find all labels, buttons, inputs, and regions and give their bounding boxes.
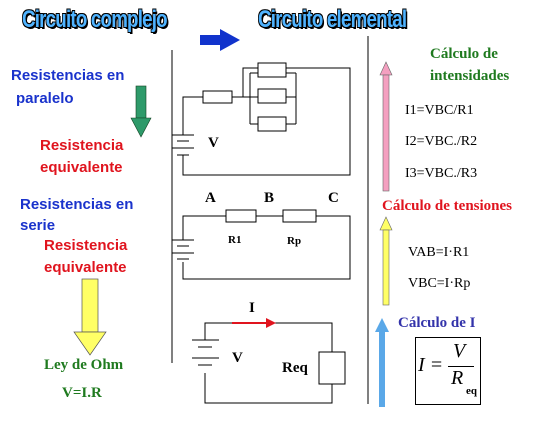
label-resistencia-equivalente-1-line2: equivalente xyxy=(40,159,123,176)
circuit3-current-label: I xyxy=(249,300,255,316)
green-down-arrow xyxy=(130,85,152,138)
equation-vab: VAB=I·R1 xyxy=(408,245,470,260)
equation-i1: I1=VBC/R1 xyxy=(405,103,474,118)
formula-box xyxy=(415,337,481,405)
equation-i2: I2=VBC./R2 xyxy=(405,134,478,149)
current-arrow-icon xyxy=(232,318,276,328)
yellow-down-arrow xyxy=(73,278,107,356)
formula-lhs: I = xyxy=(418,354,444,376)
formula-numerator: V xyxy=(453,340,466,362)
blue-right-arrow xyxy=(200,29,240,51)
label-ohm-formula: V=I.R xyxy=(62,385,102,401)
circuit2-rp-label: Rp xyxy=(287,235,302,247)
label-calculo-tensiones: Cálculo de tensiones xyxy=(382,198,513,214)
label-resistencia-equivalente-2-line2: equivalente xyxy=(44,259,127,276)
circuit2-r1-label: R1 xyxy=(228,234,242,246)
title-circuito-elemental: Circuito elemental xyxy=(258,6,407,33)
light-blue-up-arrow xyxy=(375,318,389,407)
label-calculo-intensidades-line2: intensidades xyxy=(430,68,510,84)
circuit1-parallel xyxy=(172,62,351,176)
circuit2-series xyxy=(172,209,351,280)
label-resistencias-paralelo-line2: paralelo xyxy=(16,90,74,107)
label-resistencias-serie-line1: Resistencias en xyxy=(20,196,134,213)
equation-i3: I3=VBC./R3 xyxy=(405,166,478,181)
label-ley-de-ohm: Ley de Ohm xyxy=(44,357,124,373)
circuit1-voltage-label: V xyxy=(208,135,219,151)
circuit3-voltage-label: V xyxy=(232,350,243,366)
circuit2-node-b: B xyxy=(264,190,275,206)
formula-denominator-sub: eq xyxy=(466,385,477,397)
label-resistencias-serie-line2: serie xyxy=(20,217,56,234)
formula-fraction-line xyxy=(448,366,474,367)
formula-denominator: R xyxy=(451,367,464,389)
circuit2-node-c: C xyxy=(328,190,339,206)
label-calculo-de-i: Cálculo de I xyxy=(398,315,476,331)
label-resistencia-equivalente-1-line1: Resistencia xyxy=(40,137,124,154)
circuit3-req-label: Req xyxy=(282,360,308,376)
yellow-up-arrow xyxy=(379,216,393,306)
label-calculo-intensidades-line1: Cálculo de xyxy=(430,46,498,62)
circuit3-equivalent xyxy=(192,322,346,404)
label-resistencias-paralelo-line1: Resistencias en xyxy=(11,67,125,84)
label-resistencia-equivalente-2-line1: Resistencia xyxy=(44,237,128,254)
circuit2-node-a: A xyxy=(205,190,216,206)
title-circuito-complejo: Circuito complejo xyxy=(22,6,168,33)
pink-up-arrow xyxy=(379,61,393,192)
equation-vbc: VBC=I·Rp xyxy=(408,276,471,291)
